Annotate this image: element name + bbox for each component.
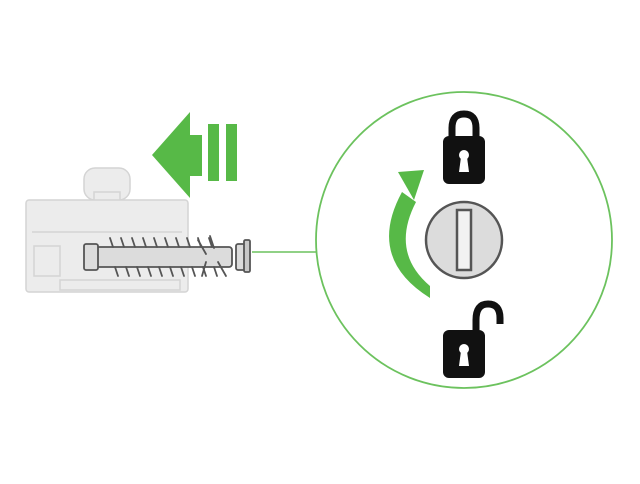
- end-cap-slot-icon: [424, 200, 504, 280]
- housing-body: [25, 199, 189, 293]
- bristle: [109, 237, 114, 248]
- bristle: [175, 237, 180, 248]
- brush-bar: [83, 235, 233, 277]
- bristle: [209, 235, 215, 249]
- bristle: [153, 237, 158, 248]
- lock-open-shackle: [472, 300, 504, 330]
- arrow-head: [152, 112, 190, 198]
- cleaner-head-housing: [25, 167, 189, 293]
- bristle: [169, 266, 174, 277]
- brush-bristles: [109, 235, 227, 277]
- insert-arrow-icon: [152, 112, 237, 198]
- lock-closed-shackle: [448, 110, 480, 136]
- bristle: [120, 237, 125, 248]
- bristle: [186, 237, 191, 248]
- bristle: [191, 266, 196, 277]
- arrow-bar-2: [226, 124, 237, 181]
- end-cap-rim: [243, 239, 251, 273]
- bristle: [201, 261, 207, 277]
- bristle: [142, 237, 147, 248]
- bristle: [131, 237, 136, 248]
- arrow-bar-1: [208, 124, 219, 181]
- bristle: [217, 261, 227, 277]
- housing-foot: [59, 279, 181, 291]
- bristle: [147, 266, 152, 277]
- bristle: [197, 239, 207, 255]
- bristle: [158, 266, 163, 277]
- bristle: [125, 266, 130, 277]
- lock-closed-keyhole-slot: [459, 157, 469, 172]
- rotate-arrow-head: [398, 170, 424, 200]
- bristle: [213, 266, 218, 277]
- bristle: [208, 237, 213, 248]
- slot-knob-groove: [455, 208, 473, 272]
- rotate-arrow-icon: [389, 170, 430, 298]
- bristle: [114, 266, 119, 277]
- rotate-arrow-body: [389, 192, 430, 298]
- brush-bar-left-cap: [83, 243, 99, 271]
- housing-side-panel: [33, 245, 61, 277]
- bristle: [164, 237, 169, 248]
- lock-open-icon: [443, 300, 504, 378]
- lock-open-keyhole-slot: [459, 351, 469, 366]
- bristle: [136, 266, 141, 277]
- arrow-shaft: [188, 135, 202, 176]
- lock-closed-icon: [443, 110, 485, 184]
- brush-bar-core: [95, 246, 233, 268]
- bristle: [180, 266, 185, 277]
- brush-bar-end-cap: [235, 239, 251, 273]
